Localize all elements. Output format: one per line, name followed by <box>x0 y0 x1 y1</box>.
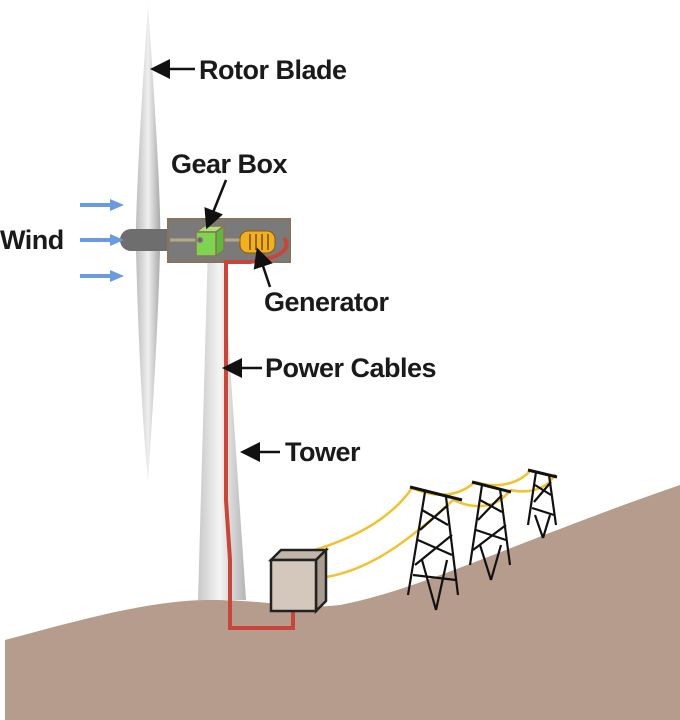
pylons <box>406 468 558 611</box>
wind-arrow-icon <box>80 270 124 282</box>
wind-arrow-icon <box>80 199 124 211</box>
label-wind: Wind <box>0 225 64 255</box>
gearbox <box>193 224 227 258</box>
gear-box-arrow-icon <box>204 179 228 230</box>
pylon-3 <box>526 468 558 539</box>
generator-arrow-icon <box>253 247 273 288</box>
label-gear-box: Gear Box <box>171 149 288 179</box>
wind-arrow-icon <box>80 234 124 246</box>
pylon-1 <box>406 485 463 611</box>
label-generator: Generator <box>264 287 390 317</box>
rotor-hub <box>120 229 178 251</box>
pylon-2 <box>468 480 512 581</box>
ground <box>5 485 680 720</box>
wind-arrows <box>80 199 124 282</box>
transformer-box <box>267 546 330 615</box>
generator <box>239 230 276 254</box>
label-tower: Tower <box>285 437 361 467</box>
label-power-cables: Power Cables <box>265 353 436 383</box>
label-rotor-blade: Rotor Blade <box>199 55 347 85</box>
tower <box>198 245 246 600</box>
